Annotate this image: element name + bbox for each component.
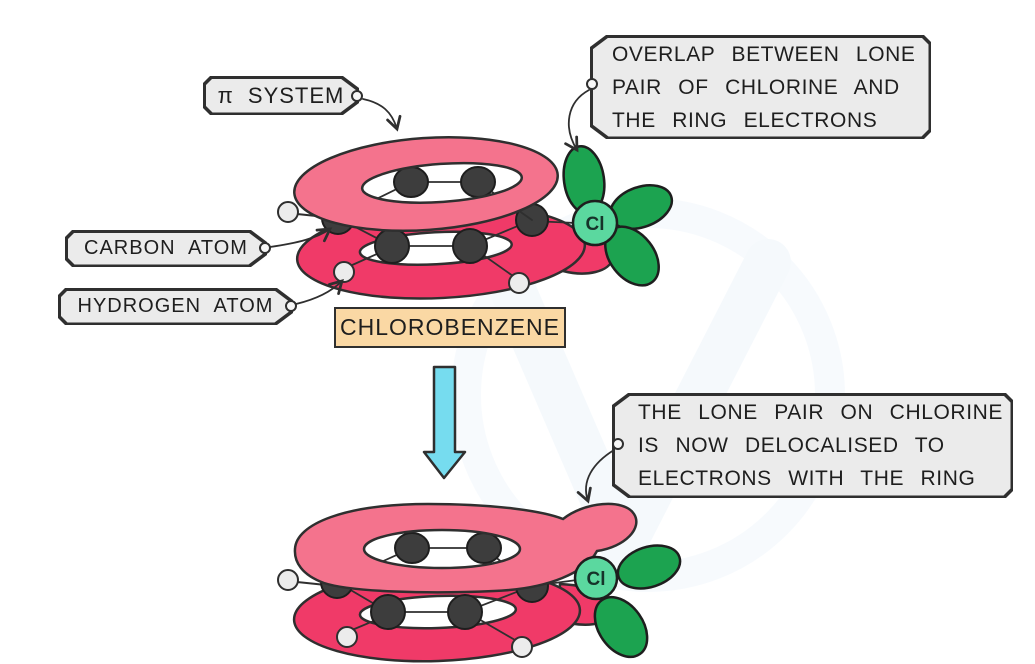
label-background bbox=[61, 291, 291, 323]
carbon-atom-label: CARBON ATOM bbox=[65, 230, 267, 267]
chlorine-atom bbox=[571, 199, 619, 247]
label-text: CHLOROBENZENE bbox=[339, 314, 561, 340]
delocalised-note-arrow bbox=[576, 449, 615, 504]
hydrogen-atom bbox=[336, 626, 358, 648]
hydrogen-atom bbox=[277, 569, 299, 591]
carbon-atom bbox=[370, 594, 406, 630]
reaction-arrow-down bbox=[422, 365, 467, 480]
label-text-line: ELECTRONS WITH THE RING bbox=[638, 467, 976, 490]
pi-system-label: π SYSTEM bbox=[203, 76, 359, 115]
overlap-note-label: OVERLAP BETWEEN LONE PAIR OF CHLORINE AN… bbox=[590, 35, 931, 139]
pi-system-arrow bbox=[362, 98, 402, 132]
carbon-atom bbox=[466, 532, 502, 564]
chlorine-atom bbox=[573, 555, 619, 601]
carbon-atom bbox=[394, 532, 430, 564]
pi-lobe-top-delocalised bbox=[293, 502, 638, 594]
cl-lone-pair-lobe bbox=[616, 544, 682, 590]
connector-dot bbox=[351, 90, 363, 102]
hydrogen-atom bbox=[333, 261, 355, 283]
carbon-atom-arrow bbox=[269, 227, 333, 248]
label-text: π SYSTEM bbox=[217, 82, 345, 108]
hydrogen-atom bbox=[508, 272, 530, 294]
delocalised-note-label: THE LONE PAIR ON CHLORINE IS NOW DELOCAL… bbox=[612, 393, 1013, 498]
connector-dot bbox=[259, 242, 271, 254]
bond bbox=[336, 579, 578, 641]
label-background bbox=[615, 396, 1011, 496]
label-text-line: THE RING ELECTRONS bbox=[612, 108, 878, 132]
cl-lone-pair-lobe bbox=[593, 595, 649, 659]
chlorobenzene-label: CHLOROBENZENE bbox=[334, 307, 566, 348]
connector-dot bbox=[586, 78, 598, 90]
label-text-line: IS NOW DELOCALISED TO bbox=[638, 434, 945, 457]
label-text: CARBON ATOM bbox=[84, 237, 248, 259]
carbon-atom bbox=[393, 166, 429, 198]
hydrogen-atom bbox=[277, 201, 299, 223]
chlorine-label: Cl bbox=[586, 214, 605, 235]
connector-dot bbox=[285, 300, 297, 312]
hydrogen-atom-label: HYDROGEN ATOM bbox=[58, 288, 293, 325]
label-background bbox=[68, 233, 265, 265]
connector-dot bbox=[612, 438, 624, 450]
carbon-atom bbox=[452, 228, 488, 264]
label-text-line: THE LONE PAIR ON CHLORINE bbox=[638, 401, 1003, 424]
hydrogen-atom-arrow bbox=[295, 279, 344, 305]
label-text: HYDROGEN ATOM bbox=[77, 295, 274, 317]
chlorine-label: Cl bbox=[587, 569, 606, 590]
bond bbox=[337, 217, 577, 277]
label-text-line: PAIR OF CHLORINE AND bbox=[612, 75, 900, 99]
carbon-atom bbox=[447, 594, 483, 630]
chlorobenzene-molecule: Cl bbox=[277, 135, 674, 300]
pi-lobe-top bbox=[293, 135, 559, 233]
label-text-line: OVERLAP BETWEEN LONE bbox=[612, 42, 916, 66]
overlap-note-arrow bbox=[564, 89, 590, 153]
delocalised-molecule: Cl bbox=[277, 502, 682, 663]
carbon-atom bbox=[374, 228, 410, 264]
carbon-atom bbox=[460, 166, 496, 198]
label-background bbox=[593, 38, 929, 137]
label-background bbox=[206, 79, 357, 113]
hydrogen-atom bbox=[511, 636, 533, 658]
